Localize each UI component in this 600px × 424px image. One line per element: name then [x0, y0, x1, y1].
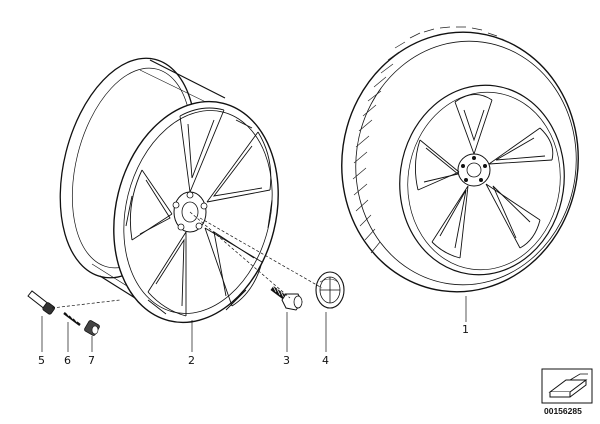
callout-5: 5	[38, 354, 45, 367]
part-view-icon	[541, 368, 593, 404]
wheel-bolt-part	[270, 285, 303, 311]
assembly-lines	[51, 211, 323, 309]
callout-3: 3	[283, 354, 290, 367]
leader-lines	[41, 296, 467, 352]
callout-4: 4	[322, 354, 329, 367]
callout-7: 7	[88, 354, 95, 367]
valve-part	[27, 290, 56, 315]
callout-1: 1	[462, 323, 469, 336]
valve-core-part	[63, 311, 81, 326]
hub-cap-part	[315, 271, 345, 309]
callout-2: 2	[188, 354, 195, 367]
reference-number: 00156285	[544, 406, 582, 416]
callout-6: 6	[64, 354, 71, 367]
rim-wheel	[59, 57, 279, 324]
valve-cap-part	[84, 320, 100, 336]
tire-wheel-assembly	[341, 26, 579, 293]
